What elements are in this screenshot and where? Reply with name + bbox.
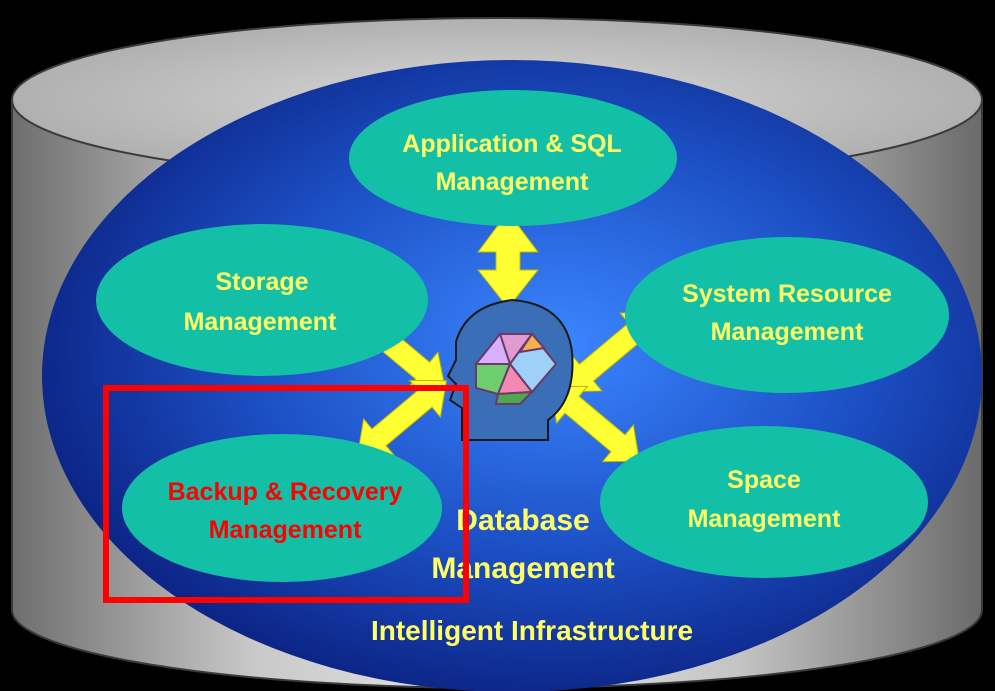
brain-head-icon: [446, 298, 574, 441]
center-label-line1: Database: [456, 504, 589, 537]
cube-icon: [473, 331, 558, 405]
node-storage-line2: Management: [184, 308, 337, 336]
node-system-resource-line1: System Resource: [682, 280, 892, 308]
highlight-box: [103, 385, 469, 603]
node-space-line1: Space: [727, 466, 801, 494]
node-space: Space Management: [600, 426, 928, 578]
arrow-backup-recovery: [356, 379, 448, 457]
node-application-sql: Application & SQL Management: [349, 90, 677, 226]
node-application-sql-line2: Management: [436, 168, 589, 196]
node-application-sql-line1: Application & SQL: [402, 130, 621, 158]
node-system-resource: System Resource Management: [625, 237, 949, 393]
node-application-sql-shape: [349, 90, 677, 226]
base-label: Intelligent Infrastructure: [371, 615, 693, 646]
node-space-line2: Management: [688, 505, 841, 533]
node-system-resource-shape: [625, 237, 949, 393]
node-backup-recovery: Backup & Recovery Management: [122, 434, 442, 582]
node-backup-recovery-line2: Management: [209, 516, 362, 544]
node-storage-shape: [96, 224, 428, 376]
node-system-resource-line2: Management: [711, 318, 864, 346]
node-storage: Storage Management: [96, 224, 428, 376]
node-backup-recovery-line1: Backup & Recovery: [168, 478, 403, 506]
node-storage-line1: Storage: [215, 268, 308, 296]
center-label-line2: Management: [431, 552, 614, 585]
node-backup-recovery-shape: [122, 434, 442, 582]
node-space-shape: [600, 426, 928, 578]
